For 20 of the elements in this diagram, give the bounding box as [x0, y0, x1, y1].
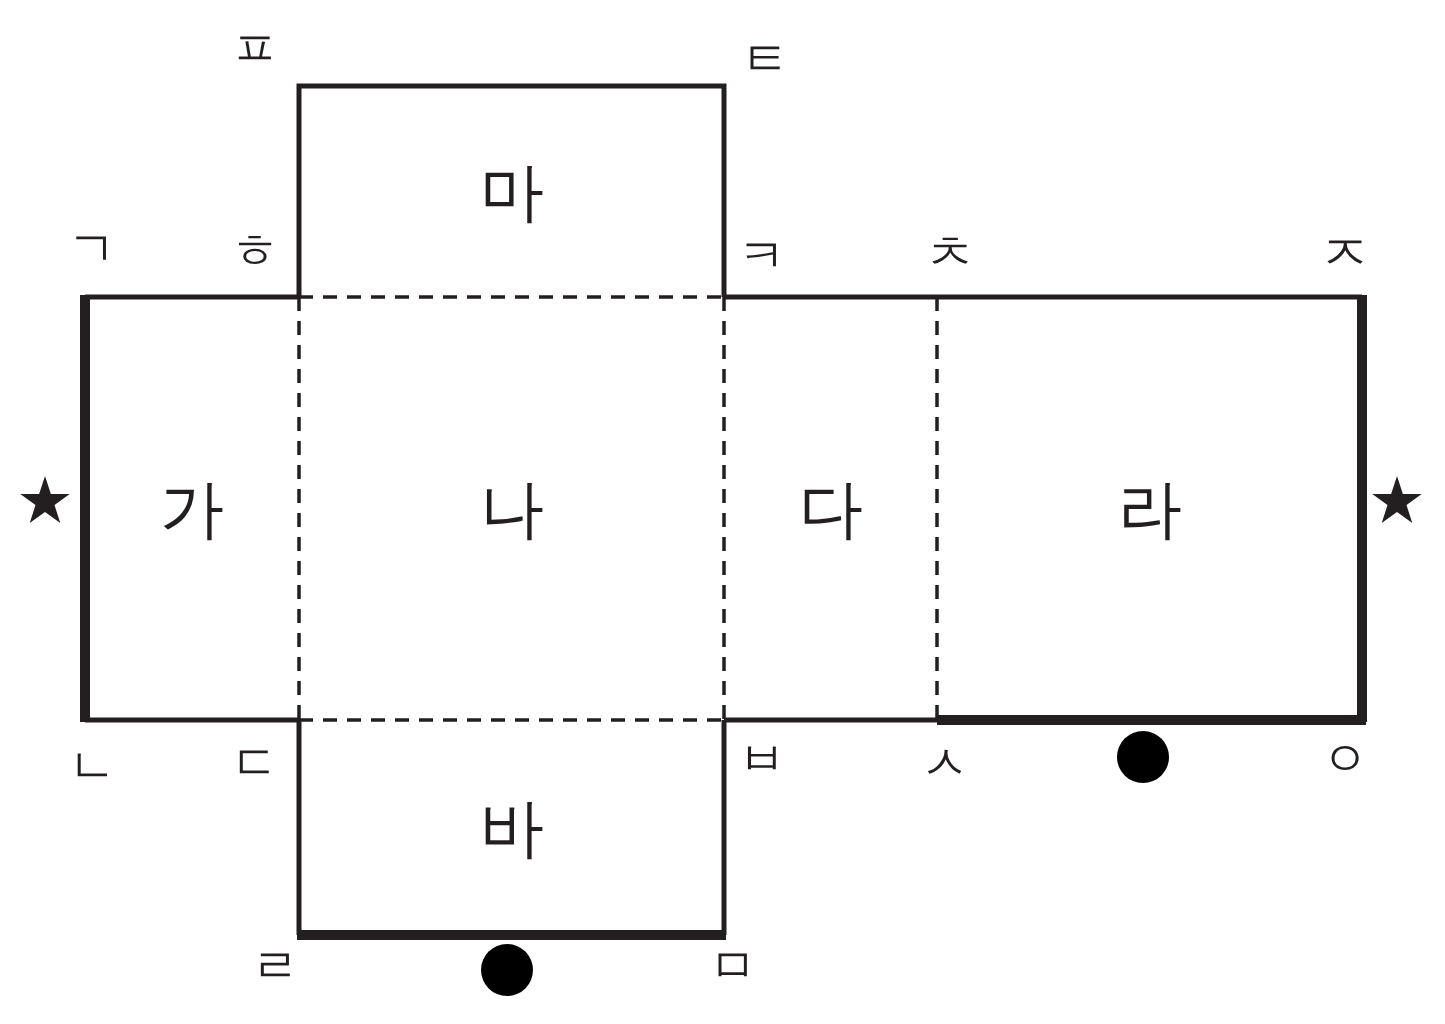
vertex-label: ㅋ	[738, 231, 786, 279]
vertex-label: ㅎ	[231, 226, 279, 274]
face-label: 가	[160, 476, 224, 541]
vertex-label: ㅁ	[709, 941, 757, 989]
vertex-label: ㅂ	[738, 734, 786, 782]
vertex-label: ㅇ	[1321, 734, 1369, 782]
vertex-label: ㄴ	[68, 741, 116, 789]
vertex-label: ㅈ	[1321, 228, 1369, 276]
face-label: 다	[798, 476, 863, 541]
vertex-label: ㅅ	[921, 738, 969, 786]
vertex-label: ㄷ	[231, 738, 279, 786]
vertex-label: ㄹ	[251, 941, 299, 989]
vertex-label: ㅌ	[741, 34, 789, 82]
vertex-label: ㅊ	[926, 228, 974, 276]
face-label: 바	[479, 795, 544, 860]
vertex-label: ㄱ	[68, 224, 116, 272]
face-label: 라	[1117, 476, 1182, 541]
face-label: 마	[479, 159, 544, 224]
face-label: 나	[479, 476, 544, 541]
vertex-label: ㅍ	[231, 24, 279, 72]
